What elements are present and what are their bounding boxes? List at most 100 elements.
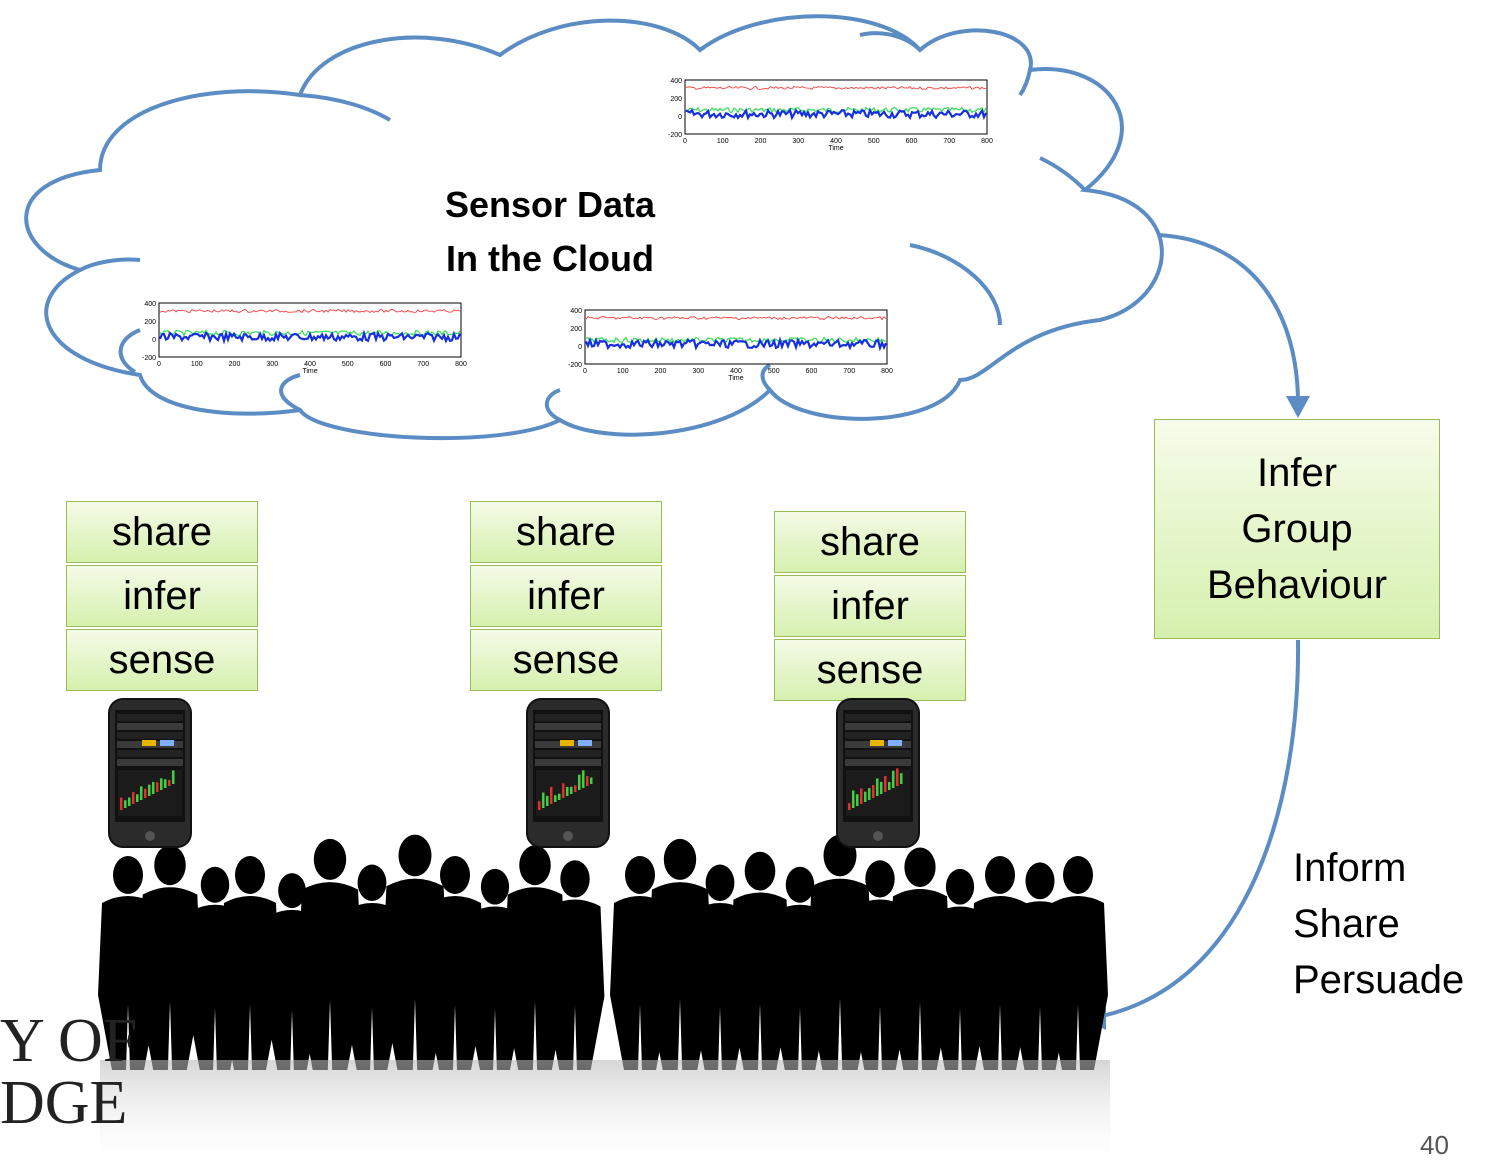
layer-share: share	[774, 511, 966, 573]
candle	[864, 791, 867, 802]
candle	[590, 777, 593, 784]
x-tick-label: 700	[843, 368, 855, 375]
x-tick-label: 300	[792, 138, 804, 145]
y-tick-label: 200	[570, 326, 582, 333]
phone-button	[145, 831, 155, 841]
phone-button	[873, 831, 883, 841]
candle	[872, 785, 875, 798]
x-tick-label: 0	[157, 361, 161, 368]
candle	[880, 781, 883, 794]
y-tick-label: -200	[668, 132, 682, 139]
layer-sense: sense	[66, 629, 258, 691]
cloud-inner-arc	[544, 388, 561, 422]
smartphone-icon	[526, 698, 610, 848]
y-tick-label: 400	[670, 78, 682, 85]
x-tick-label: 800	[455, 361, 467, 368]
inform-line: Persuade	[1293, 958, 1465, 1002]
screen-row	[845, 759, 911, 766]
candle	[582, 770, 585, 788]
screen-row	[535, 759, 601, 766]
logo-line: Y OF	[0, 1007, 138, 1075]
candle	[156, 782, 159, 792]
y-tick-label: 200	[670, 96, 682, 103]
cloud-title: Sensor Data In the Cloud	[400, 178, 700, 286]
series-line-top	[585, 315, 887, 321]
candle	[124, 800, 127, 808]
x-tick-label: 600	[906, 138, 918, 145]
x-tick-label: 300	[266, 361, 278, 368]
smartphone-icon	[836, 698, 920, 848]
layer-infer: infer	[774, 575, 966, 637]
candle	[136, 794, 139, 802]
x-tick-label: 800	[881, 368, 893, 375]
infer-box-line: Group	[1241, 507, 1353, 551]
series-line-low	[585, 336, 887, 352]
y-tick-label: 200	[144, 319, 156, 326]
series-line-top	[159, 308, 461, 314]
candle	[852, 790, 855, 808]
page-number: 40	[1420, 1130, 1449, 1160]
screen-highlight	[578, 740, 592, 746]
layer-infer: infer	[66, 565, 258, 627]
candle	[856, 794, 859, 806]
screen-row	[117, 759, 183, 766]
chart-frame	[584, 309, 888, 365]
cloud-title-line: In the Cloud	[446, 238, 654, 279]
candle	[132, 792, 135, 804]
candle	[876, 778, 879, 796]
series-line-top	[686, 85, 987, 90]
crowd-reflection	[100, 1060, 1110, 1171]
x-tick-label: 600	[380, 361, 392, 368]
logo-line: DGE	[0, 1069, 128, 1137]
inform-line: Inform	[1293, 846, 1407, 890]
cloud-inner-arc	[118, 328, 141, 374]
candle	[120, 797, 123, 810]
inform-share-persuade: Inform Share Persuade	[1293, 840, 1464, 1008]
person-silhouette	[1048, 856, 1108, 1070]
candle	[586, 776, 589, 786]
x-tick-label: 500	[868, 138, 880, 145]
screen-highlight	[870, 740, 884, 746]
arrow-infer-to-people	[1091, 639, 1301, 1020]
cloud-inner-arc	[1039, 156, 1087, 192]
candle	[148, 784, 151, 796]
x-axis-label: Time	[828, 145, 843, 152]
layer-stack: share infer sense	[66, 501, 258, 693]
x-tick-label: 600	[806, 368, 818, 375]
screen-row	[535, 750, 601, 757]
x-tick-label: 100	[717, 138, 729, 145]
arrow-cloud-to-infer	[1157, 233, 1301, 411]
series-line-low	[158, 329, 462, 345]
cloud-inner-arc	[299, 93, 392, 122]
x-tick-label: 0	[583, 368, 587, 375]
candle	[848, 803, 851, 810]
screen-row	[117, 750, 183, 757]
y-tick-label: 400	[570, 308, 582, 315]
screen-row	[117, 723, 183, 730]
infer-box-line: Infer	[1256, 451, 1338, 495]
candle	[128, 797, 131, 806]
layer-share: share	[66, 501, 258, 563]
x-tick-label: 400	[730, 368, 742, 375]
x-tick-label: 400	[830, 138, 842, 145]
layer-infer: infer	[470, 565, 662, 627]
screen-highlight	[560, 740, 574, 746]
cloud-inner-arc	[279, 373, 301, 412]
x-tick-label: 500	[342, 361, 354, 368]
screen-highlight	[160, 740, 174, 746]
x-tick-label: 0	[683, 138, 687, 145]
candle	[574, 785, 577, 792]
smartphone-icon	[108, 698, 192, 848]
y-tick-label: -200	[142, 355, 156, 362]
candle	[144, 788, 147, 798]
person-silhouette	[545, 860, 605, 1070]
cloud-inner-arc	[79, 257, 141, 272]
screen-row	[845, 732, 911, 739]
x-tick-label: 500	[768, 368, 780, 375]
candle	[892, 770, 895, 788]
candle	[164, 779, 167, 788]
screen-highlight	[888, 740, 902, 746]
